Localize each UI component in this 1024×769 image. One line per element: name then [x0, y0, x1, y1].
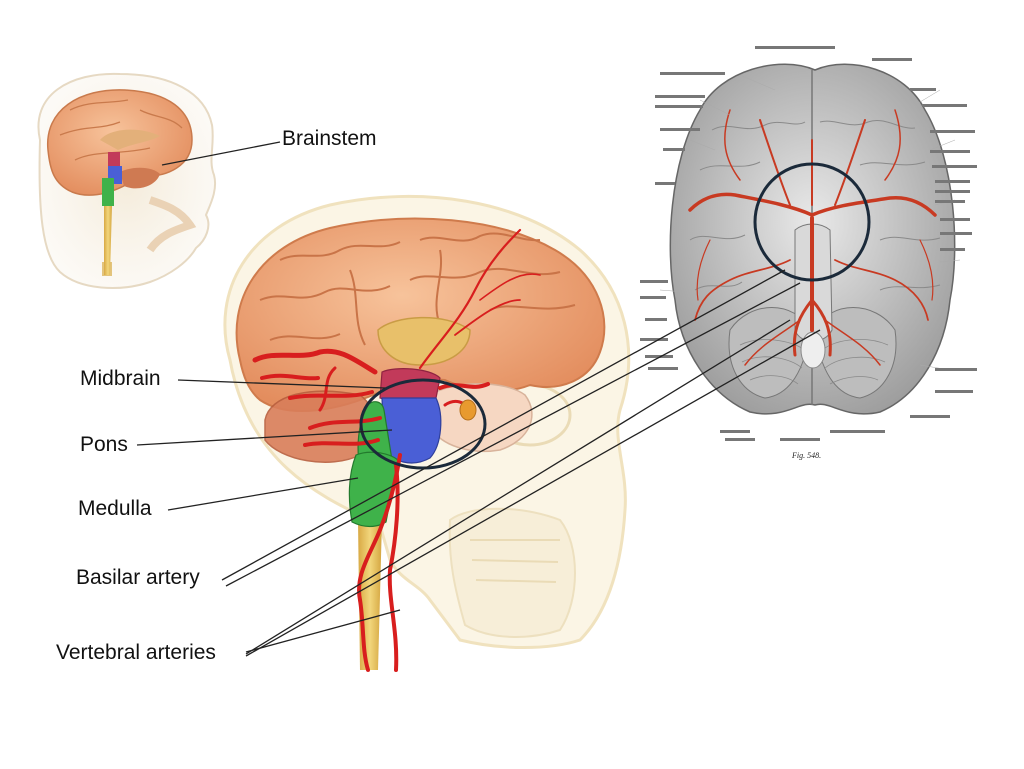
main-head-illustration [223, 194, 631, 672]
thalamus [377, 316, 471, 366]
atlas-cerebellum-left [728, 307, 811, 399]
basilar-leader-2 [225, 282, 801, 587]
main-arteries [252, 228, 541, 672]
leader-lines [136, 141, 821, 657]
brainstem-leader [161, 141, 281, 166]
midbrain-leader [177, 379, 386, 389]
inset-spinal-cord [104, 205, 112, 275]
atlas-highlight-circle [753, 162, 871, 282]
inset-head-illustration [37, 72, 216, 289]
label-midbrain: Midbrain [80, 367, 161, 390]
label-medulla: Medulla [78, 497, 152, 520]
atlas-arteries [688, 109, 937, 366]
pons-leader [136, 429, 393, 446]
main-spinal-cord [358, 520, 382, 670]
inset-medulla [102, 178, 114, 206]
label-basilar-artery: Basilar artery [76, 566, 200, 589]
atlas-annotation-marks [640, 46, 977, 441]
atlas-figure-caption: Fig. 548. [791, 451, 821, 460]
basilar-leader-1 [221, 269, 786, 581]
label-pons: Pons [80, 433, 128, 456]
vertebral-leader-3 [245, 329, 821, 657]
label-vertebral-arteries: Vertebral arteries [56, 641, 216, 664]
teeth-lines [470, 539, 560, 583]
medulla-leader [167, 477, 359, 511]
pituitary [459, 399, 477, 421]
inset-gyri [59, 99, 183, 161]
atlas-brain-underside: Fig. 548. [640, 46, 977, 460]
inset-cerebellum [120, 167, 160, 189]
vertebral-leader-2 [245, 319, 791, 655]
jaw-outline [448, 507, 576, 638]
inset-midbrain [108, 152, 120, 166]
inset-corpus-callosum [100, 129, 160, 150]
atlas-medulla-cut [800, 331, 826, 369]
main-highlight-circle [359, 378, 487, 470]
inset-face-tissue [146, 196, 197, 253]
label-brainstem: Brainstem [282, 127, 377, 150]
vertebral-leader-1 [245, 609, 401, 653]
atlas-cerebellum-right [814, 307, 897, 399]
